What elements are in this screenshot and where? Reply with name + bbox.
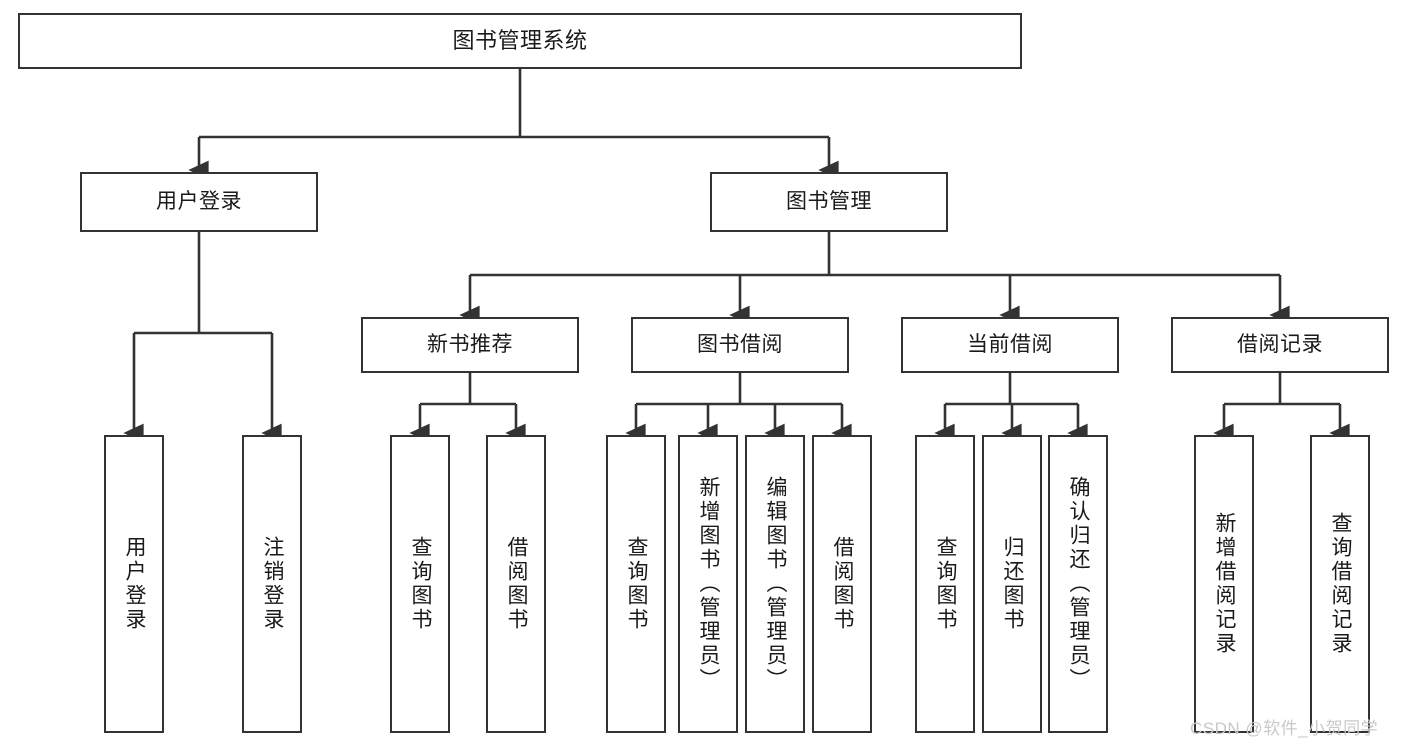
node-leaf-add-book[interactable]: 新增图书（管理员）: [678, 435, 738, 733]
node-label: 查询图书: [625, 536, 649, 632]
node-label: 新书推荐: [427, 332, 513, 356]
node-book-manage[interactable]: 图书管理: [710, 172, 948, 232]
node-label: 借阅图书: [831, 536, 855, 632]
node-label: 图书管理系统: [452, 28, 588, 54]
node-current-borrow[interactable]: 当前借阅: [901, 317, 1119, 373]
node-leaf-query-book-3[interactable]: 查询图书: [915, 435, 975, 733]
node-label: 图书借阅: [697, 332, 783, 356]
node-label: 新增图书（管理员）: [697, 476, 721, 692]
node-book-borrow[interactable]: 图书借阅: [631, 317, 849, 373]
node-label: 用户登录: [156, 189, 242, 213]
node-label: 借阅记录: [1237, 332, 1323, 356]
node-leaf-add-record[interactable]: 新增借阅记录: [1194, 435, 1254, 733]
node-leaf-query-record[interactable]: 查询借阅记录: [1310, 435, 1370, 733]
node-label: 查询图书: [934, 536, 958, 632]
node-label: 确认归还（管理员）: [1067, 476, 1091, 692]
node-label: 注销登录: [261, 536, 285, 632]
node-user-login[interactable]: 用户登录: [80, 172, 318, 232]
node-leaf-query-book-1[interactable]: 查询图书: [390, 435, 450, 733]
node-leaf-user-login[interactable]: 用户登录: [104, 435, 164, 733]
node-label: 借阅图书: [505, 536, 529, 632]
node-leaf-edit-book[interactable]: 编辑图书（管理员）: [745, 435, 805, 733]
node-label: 图书管理: [786, 189, 872, 213]
node-root[interactable]: 图书管理系统: [18, 13, 1022, 69]
node-label: 查询图书: [409, 536, 433, 632]
node-borrow-record[interactable]: 借阅记录: [1171, 317, 1389, 373]
node-label: 归还图书: [1001, 536, 1025, 632]
node-leaf-confirm-return[interactable]: 确认归还（管理员）: [1048, 435, 1108, 733]
node-label: 编辑图书（管理员）: [764, 476, 788, 692]
node-new-book-rec[interactable]: 新书推荐: [361, 317, 579, 373]
node-leaf-borrow-book-1[interactable]: 借阅图书: [486, 435, 546, 733]
node-leaf-logout[interactable]: 注销登录: [242, 435, 302, 733]
node-label: 用户登录: [123, 536, 147, 632]
node-label: 新增借阅记录: [1213, 512, 1237, 656]
node-label: 当前借阅: [967, 332, 1053, 356]
node-label: 查询借阅记录: [1329, 512, 1353, 656]
node-leaf-borrow-book-2[interactable]: 借阅图书: [812, 435, 872, 733]
node-leaf-return-book[interactable]: 归还图书: [982, 435, 1042, 733]
node-leaf-query-book-2[interactable]: 查询图书: [606, 435, 666, 733]
